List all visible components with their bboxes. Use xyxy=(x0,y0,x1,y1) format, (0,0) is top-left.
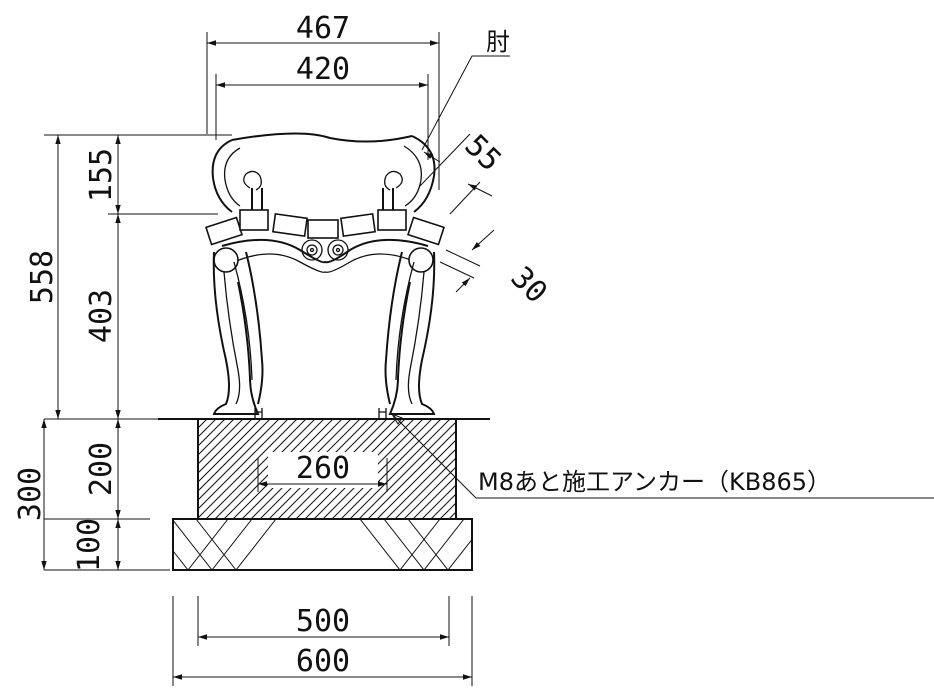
label-armrest: 肘 xyxy=(486,28,510,56)
armrest-leader xyxy=(421,55,510,151)
bench-body xyxy=(204,132,446,415)
right-leg-inner xyxy=(395,261,425,405)
dim-inner-width-top: 420 xyxy=(296,52,350,87)
label-anchor: M8あと施工アンカー（KB865） xyxy=(478,468,831,496)
left-joint xyxy=(213,247,239,273)
seat-slat-2 xyxy=(239,209,269,231)
backrest-posts xyxy=(251,188,394,214)
dim-anchor-spacing: 260 xyxy=(296,451,350,486)
left-leg-inner xyxy=(223,261,253,405)
center-ornament xyxy=(301,239,349,261)
seat-slat-1 xyxy=(204,216,244,246)
dim-base-lower-height: 100 xyxy=(72,518,107,572)
seat-slat-3 xyxy=(271,212,309,238)
seat-slat-6 xyxy=(377,209,407,231)
dim-leg-thickness: 30 xyxy=(504,260,554,310)
seat-slat-5 xyxy=(339,212,377,238)
dim-backrest-height: 155 xyxy=(84,148,119,202)
dim-total-height: 558 xyxy=(25,250,60,304)
right-joint xyxy=(408,247,434,273)
left-scroll-inner xyxy=(223,147,262,207)
right-scroll-inner xyxy=(384,145,423,207)
seat-frame-lower xyxy=(233,253,417,273)
foundation-lower xyxy=(172,518,473,571)
right-leg xyxy=(384,251,436,415)
seat-slat-7 xyxy=(406,216,446,246)
anchor-bolts xyxy=(254,408,387,420)
dim-base-upper-width: 500 xyxy=(296,604,350,639)
left-leg xyxy=(212,251,264,415)
dim-foundation-total-height: 300 xyxy=(13,467,48,521)
backrest-top xyxy=(231,132,413,143)
anchor-leader xyxy=(391,413,934,499)
left-scroll xyxy=(211,139,233,213)
dim-seat-height: 403 xyxy=(84,289,119,343)
dimension-lines xyxy=(41,32,495,686)
seat-frame xyxy=(221,238,429,264)
dim-base-upper-height: 200 xyxy=(84,442,119,496)
seat-slat-4 xyxy=(307,219,339,239)
dim-armrest-width: 55 xyxy=(458,128,508,178)
dim-overall-width-top: 467 xyxy=(296,11,350,46)
dim-base-lower-width: 600 xyxy=(296,644,350,679)
